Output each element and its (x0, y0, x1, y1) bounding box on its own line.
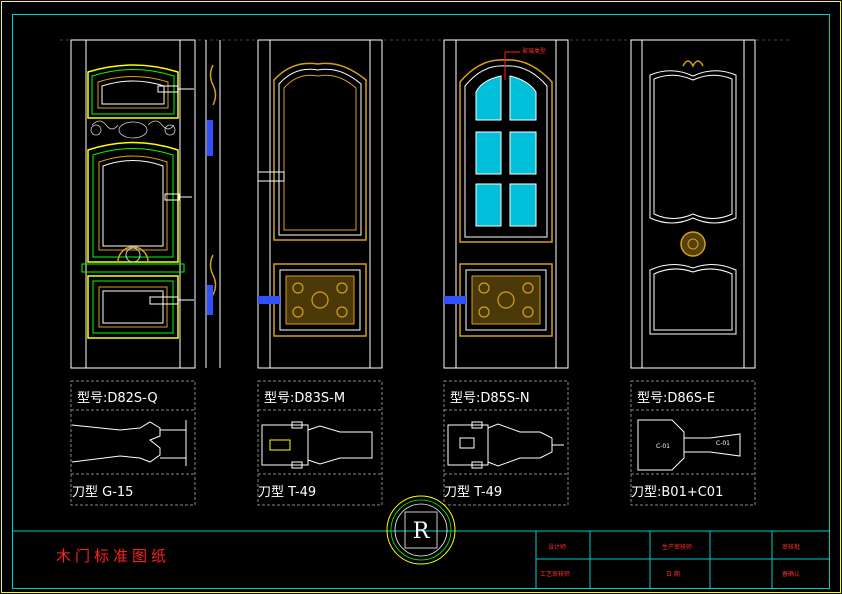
title-block-process-reviewer: 工艺审核师 (540, 571, 571, 578)
door-3-tool-label: 刀型 T-49 (444, 485, 503, 500)
drawing-title: 木门标准图纸 (56, 547, 171, 565)
title-block (12, 530, 830, 588)
door-1-tool-label: 刀型 G-15 (72, 485, 134, 500)
door-2-model-label: 型号:D83S-M (264, 391, 346, 406)
company-logo-seal: R (386, 495, 456, 565)
inner-frame (12, 14, 830, 589)
door-d85s-n-elevation (443, 39, 569, 369)
door-4-tool-label: 刀型:B01+C01 (631, 485, 724, 500)
profile-t49-a (261, 421, 373, 469)
spec-box-2 (257, 380, 383, 506)
title-block-approval: 审核批 (782, 544, 801, 551)
door-d82s-q-elevation (70, 39, 196, 369)
svg-text:R: R (413, 519, 431, 544)
title-block-production-reviewer: 生产审核师 (662, 544, 693, 551)
glass-note: 玻璃类型 (522, 48, 547, 55)
spec-box-3 (443, 380, 569, 506)
profile-label-left: C-01 (656, 443, 670, 450)
glass-pane-top-left (475, 75, 502, 121)
profile-g15 (71, 420, 187, 466)
door-d86s-e-elevation (630, 39, 756, 369)
title-block-date: 日 期 (666, 571, 680, 578)
title-block-designer: 设计师 (548, 544, 567, 551)
spec-box-1 (70, 380, 196, 506)
door-4-model-label: 型号:D86S-E (637, 391, 716, 406)
door-1-model-label: 型号:D82S-Q (77, 391, 158, 406)
glass-pane-top-right (509, 75, 537, 121)
door-d83s-m-elevation (257, 39, 383, 369)
spec-box-4 (630, 380, 756, 506)
door-d82s-q-side-profile (205, 40, 221, 368)
door-3-model-label: 型号:D85S-N (450, 391, 530, 406)
profile-t49-b (447, 421, 564, 469)
door-2-tool-label: 刀型 T-49 (258, 485, 317, 500)
profile-b01-c01 (637, 419, 741, 471)
profile-label-right: C-01 (716, 440, 730, 447)
title-block-confirm: 备确认 (782, 571, 801, 578)
